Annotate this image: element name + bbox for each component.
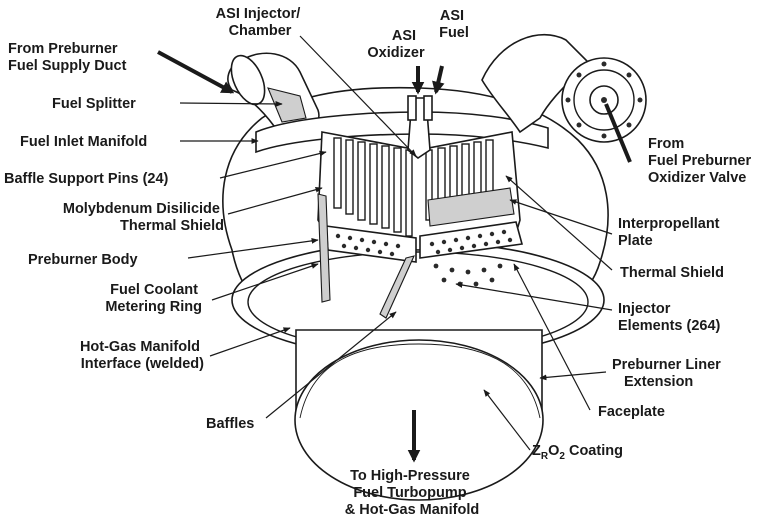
baffle-strip-center bbox=[379, 255, 415, 319]
asi-fitting-right bbox=[423, 95, 433, 121]
label-injector-elements: Injector Elements (264) bbox=[618, 301, 721, 334]
label-thermal-shield: Thermal Shield bbox=[620, 265, 724, 281]
label-from-preburner: From Preburner Fuel Supply Duct bbox=[8, 41, 127, 74]
label-baffle-support-pins: Baffle Support Pins (24) bbox=[4, 171, 169, 187]
label-molybdenum-shield: Molybdenum Disilicide Thermal Shield bbox=[63, 201, 224, 234]
interpropellant-plate-shape bbox=[427, 187, 515, 227]
oxidizer-valve-flange-inner bbox=[573, 69, 635, 131]
fuel-splitter-vane bbox=[267, 87, 307, 123]
label-asi-injector: ASI Injector/ Chamber bbox=[216, 6, 305, 39]
oxidizer-valve-center bbox=[601, 97, 607, 103]
faceplate-right bbox=[419, 221, 524, 259]
flange-bolts bbox=[565, 61, 643, 139]
asi-fitting-left bbox=[407, 95, 417, 121]
label-preburner-body: Preburner Body bbox=[28, 252, 138, 268]
flow-arrows bbox=[157, 50, 632, 463]
label-asi-oxidizer: ASI Oxidizer bbox=[367, 28, 425, 61]
label-faceplate: Faceplate bbox=[598, 404, 665, 420]
preburner-illustration bbox=[222, 33, 647, 501]
labels: From Preburner Fuel Supply Duct Fuel Spl… bbox=[4, 6, 755, 518]
leader-lines bbox=[179, 35, 613, 451]
asi-fuel-arrow bbox=[432, 65, 445, 95]
label-asi-fuel: ASI Fuel bbox=[439, 8, 469, 41]
label-interpropellant-plate: Interpropellant Plate bbox=[618, 216, 724, 249]
baffle-strip-left bbox=[317, 193, 331, 303]
label-fuel-splitter: Fuel Splitter bbox=[52, 96, 136, 112]
label-preburner-liner: Preburner Liner Extension bbox=[612, 357, 725, 390]
label-fuel-inlet-manifold: Fuel Inlet Manifold bbox=[20, 134, 147, 150]
oxidizer-valve-arrow bbox=[604, 103, 632, 163]
fuel-supply-arrow bbox=[157, 50, 235, 94]
label-hot-gas-interface: Hot-Gas Manifold Interface (welded) bbox=[80, 339, 204, 372]
label-from-oxidizer-valve: From Fuel Preburner Oxidizer Valve bbox=[648, 136, 755, 186]
label-zro2-coating: ZRO2 Coating bbox=[532, 443, 623, 462]
label-baffles: Baffles bbox=[206, 416, 254, 432]
skirt-bottom-opening bbox=[294, 339, 544, 501]
skirt-inner-shade bbox=[299, 343, 541, 419]
label-to-high-pressure: To High-Pressure Fuel Turbopump & Hot-Ga… bbox=[345, 468, 480, 518]
label-fuel-coolant-ring: Fuel Coolant Metering Ring bbox=[105, 282, 202, 315]
